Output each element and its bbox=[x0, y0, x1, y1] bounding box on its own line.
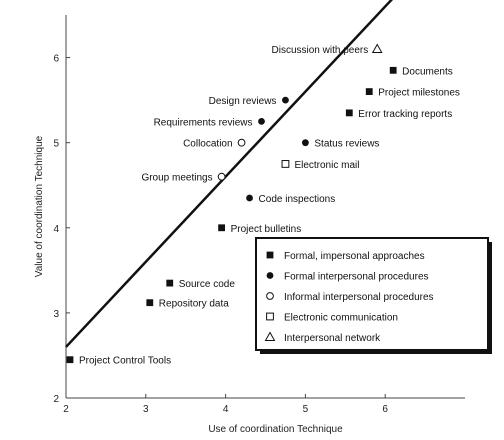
point-label: Repository data bbox=[159, 299, 229, 310]
data-point: Electronic mail bbox=[281, 160, 359, 171]
point-label: Project bulletins bbox=[231, 224, 302, 235]
filled-circle-legend-marker bbox=[266, 272, 274, 279]
y-tick-label: 3 bbox=[53, 309, 59, 320]
point-label: Group meetings bbox=[141, 173, 212, 184]
point-label: Documents bbox=[402, 66, 453, 77]
data-point: Discussion with peers bbox=[272, 43, 383, 56]
legend-item: Informal interpersonal procedures bbox=[266, 292, 434, 303]
y-axis-label: Value of coordination Technique bbox=[34, 135, 45, 277]
x-tick-label: 6 bbox=[382, 404, 388, 415]
open-circle-marker bbox=[217, 172, 226, 181]
y-tick-label: 4 bbox=[53, 224, 59, 235]
point-label: Status reviews bbox=[314, 139, 379, 150]
data-point: Status reviews bbox=[302, 139, 379, 150]
data-point: Project bulletins bbox=[218, 224, 301, 235]
legend-item: Formal, impersonal approaches bbox=[266, 251, 425, 262]
y-tick-label: 2 bbox=[53, 394, 59, 405]
x-tick-label: 2 bbox=[63, 404, 69, 415]
filled-square-marker bbox=[365, 88, 373, 95]
data-point: Error tracking reports bbox=[345, 109, 452, 120]
data-point: Design reviews bbox=[209, 96, 289, 107]
legend-label: Electronic communication bbox=[284, 313, 398, 324]
data-point: Code inspections bbox=[246, 194, 335, 205]
data-point: Source code bbox=[166, 279, 235, 290]
point-label: Requirements reviews bbox=[154, 117, 253, 128]
filled-square-marker bbox=[166, 279, 174, 287]
point-label: Error tracking reports bbox=[358, 109, 452, 120]
filled-square-marker bbox=[146, 299, 154, 307]
open-square-marker bbox=[281, 160, 290, 168]
filled-circle-marker bbox=[246, 194, 253, 202]
legend-label: Formal, impersonal approaches bbox=[284, 251, 425, 262]
trend-line-group bbox=[65, 0, 393, 348]
legend-label: Formal interpersonal procedures bbox=[284, 272, 429, 283]
open-triangle-marker bbox=[371, 43, 383, 54]
open-triangle-legend-marker bbox=[264, 331, 276, 341]
y-tick-label: 5 bbox=[53, 139, 59, 150]
filled-circle-marker bbox=[258, 117, 265, 125]
legend-box bbox=[255, 237, 489, 351]
filled-square-marker bbox=[66, 356, 74, 364]
x-tick-label: 4 bbox=[223, 404, 229, 415]
filled-square-marker bbox=[345, 109, 353, 117]
point-label: Source code bbox=[179, 279, 236, 290]
point-label: Discussion with peers bbox=[272, 45, 369, 56]
filled-square-marker bbox=[218, 224, 226, 232]
x-axis-label: Use of coordination Technique bbox=[208, 424, 343, 435]
filled-square-legend-marker bbox=[266, 251, 274, 259]
point-label: Project milestones bbox=[378, 88, 460, 99]
x-tick-label: 5 bbox=[303, 404, 309, 415]
filled-circle-marker bbox=[282, 96, 289, 104]
legend-item: Interpersonal network bbox=[264, 331, 381, 344]
point-label: Collocation bbox=[183, 139, 232, 150]
trend-line bbox=[65, 0, 393, 348]
data-point: Repository data bbox=[146, 299, 229, 310]
y-tick-label: 6 bbox=[53, 54, 59, 65]
data-point: Documents bbox=[389, 66, 453, 77]
x-tick-label: 3 bbox=[143, 404, 149, 415]
data-point: Collocation bbox=[183, 138, 246, 150]
point-label: Code inspections bbox=[259, 194, 336, 205]
legend-item: Formal interpersonal procedures bbox=[266, 272, 429, 283]
filled-square-marker bbox=[389, 66, 397, 74]
data-point: Requirements reviews bbox=[154, 117, 265, 128]
data-point: Project Control Tools bbox=[66, 356, 171, 367]
point-label: Design reviews bbox=[209, 96, 277, 107]
point-label: Project Control Tools bbox=[79, 356, 171, 367]
legend-item: Electronic communication bbox=[266, 312, 398, 324]
open-circle-legend-marker bbox=[266, 292, 274, 300]
open-circle-marker bbox=[237, 138, 246, 147]
point-label: Electronic mail bbox=[294, 160, 359, 171]
data-point: Group meetings bbox=[141, 172, 226, 184]
open-square-legend-marker bbox=[266, 312, 274, 321]
filled-circle-marker bbox=[302, 139, 309, 147]
legend-label: Interpersonal network bbox=[284, 333, 381, 344]
axes: 2 3 4 5 6 2 3 4 5 6 bbox=[53, 15, 465, 415]
data-point: Project milestones bbox=[365, 88, 460, 99]
legend-label: Informal interpersonal procedures bbox=[284, 292, 434, 303]
